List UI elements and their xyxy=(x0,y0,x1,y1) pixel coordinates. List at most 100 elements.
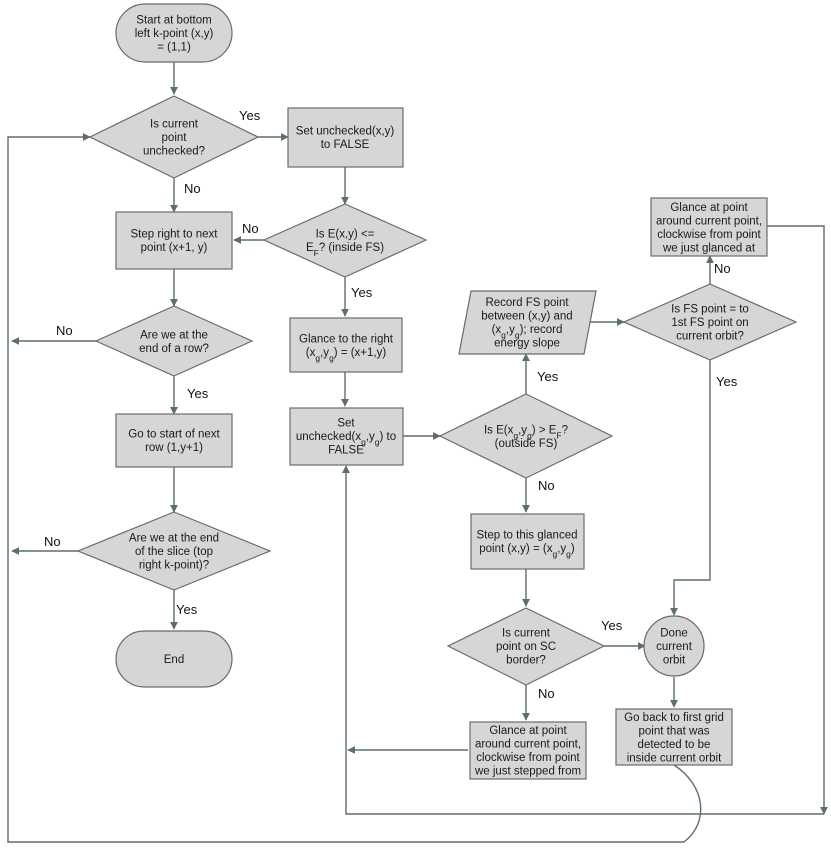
node-label-line: clockwise from point xyxy=(476,752,580,764)
go-back-node xyxy=(615,708,733,766)
node-label-line: clockwise from point xyxy=(657,229,761,241)
node-label-line: Go back to first grid xyxy=(624,712,724,724)
label-first-fs-no: No xyxy=(714,261,731,276)
node-label-line: unchecked? xyxy=(143,146,205,158)
node-label-line: FALSE xyxy=(328,445,364,457)
node-label-line: to FALSE xyxy=(321,139,370,151)
decision-outside-fs-label: Is E(xg,yg) > EF?(outside FS) xyxy=(484,424,568,450)
glance-clockwise-glanced-node xyxy=(650,197,768,257)
edge-first-fs-yes xyxy=(670,360,711,616)
decision-first-fs-point xyxy=(622,283,798,361)
edge-group xyxy=(7,62,828,843)
set-unchecked-node-label: Set unchecked(x,y) to FALSE xyxy=(296,125,395,151)
node-label-line: = (1,1) xyxy=(157,42,191,54)
label-first-fs-yes: Yes xyxy=(716,374,738,389)
node-label-line: (xg,yg); record xyxy=(492,324,563,340)
node-label-line: Is E(x,y) <= xyxy=(316,228,375,240)
node-label-line: Glance at point xyxy=(670,202,748,214)
node-label-line: Record FS point xyxy=(485,297,569,309)
node-label-line: Step right to next xyxy=(131,228,219,240)
node-label-line: Glance at point xyxy=(489,725,567,737)
end-node xyxy=(115,630,233,688)
label-outside-no: No xyxy=(538,478,555,493)
next-row-node-label: Go to start of next row (1,y+1) xyxy=(128,428,220,454)
node-label-line: current xyxy=(656,641,693,653)
node-label-line: Set xyxy=(337,418,355,430)
record-fs-point-node xyxy=(458,290,597,355)
node-label-line: we just glanced at xyxy=(662,242,756,254)
node-label-line: of the slice (top xyxy=(135,546,213,558)
node-label-line: Set unchecked(x,y) xyxy=(296,125,395,137)
node-label-line: between (x,y) and xyxy=(481,310,572,322)
next-row-node xyxy=(115,413,233,468)
node-label-line: Start at bottom xyxy=(136,15,211,27)
edge-glance-glanced-loop xyxy=(767,225,828,815)
node-label-line: Glance to the right xyxy=(299,333,394,345)
done-current-orbit-node xyxy=(643,615,705,677)
label-inside-yes: Yes xyxy=(351,285,373,300)
node-label-line: inside current orbit xyxy=(627,752,722,764)
edge-main-return-loop xyxy=(7,133,684,843)
node-label-line: right k-point)? xyxy=(139,560,209,572)
glance-clockwise-stepped-node xyxy=(469,721,587,780)
edge-label-group: Yes No No Yes No Yes No Yes Yes No No Ye… xyxy=(44,108,738,701)
label-unchecked-no: No xyxy=(184,181,201,196)
label-sc-border-no: No xyxy=(538,686,555,701)
label-end-slice-no: No xyxy=(44,534,61,549)
node-label-line: border? xyxy=(506,655,546,667)
node-label-line: current orbit? xyxy=(676,331,744,343)
node-label-line: point xyxy=(162,132,188,144)
node-label-line: Are we at the end xyxy=(129,533,219,545)
node-label-line: (xg,yg) = (x+1,y) xyxy=(306,347,387,363)
node-label-line: point (x,y) = (xg,yg) xyxy=(479,543,575,559)
set-unchecked-glanced-node xyxy=(289,407,404,466)
edge-go-back-curve xyxy=(673,764,702,843)
node-label-line: Go to start of next xyxy=(128,428,220,440)
decision-inside-fs-label: Is E(x,y) <= EF? (inside FS) xyxy=(306,228,384,258)
node-label-line: around current point, xyxy=(656,215,762,227)
node-label-line: (outside FS) xyxy=(495,438,558,450)
end-node-label: End xyxy=(164,654,184,666)
node-label-line: point (x+1, y) xyxy=(141,242,208,254)
node-label-line: end of a row? xyxy=(139,343,209,355)
label-end-row-yes: Yes xyxy=(187,386,209,401)
decision-outside-fs xyxy=(438,393,614,479)
node-label-line: Is FS point = to xyxy=(671,304,749,316)
node-label-line: Is current xyxy=(150,119,199,131)
node-label-line: energy slope xyxy=(494,337,560,349)
label-inside-no: No xyxy=(242,221,259,236)
decision-end-of-row xyxy=(94,305,254,377)
node-label-line: orbit xyxy=(663,655,686,667)
decision-sc-border xyxy=(446,607,606,686)
node-label-line: around current point, xyxy=(475,738,581,750)
node-label-line: left k-point (x,y) xyxy=(135,28,214,40)
label-unchecked-yes: Yes xyxy=(239,108,261,123)
node-label-line: point on SC xyxy=(496,641,556,653)
step-to-glanced-node xyxy=(470,513,585,570)
node-label-line: point that was xyxy=(639,725,710,737)
node-label-line: End xyxy=(164,654,184,666)
label-end-row-no: No xyxy=(56,323,73,338)
label-outside-yes: Yes xyxy=(537,369,559,384)
node-label-line: row (1,y+1) xyxy=(145,442,203,454)
node-label-line: 1st FS point on xyxy=(671,317,748,329)
label-end-slice-yes: Yes xyxy=(176,602,198,617)
set-unchecked-node xyxy=(287,107,404,168)
decision-current-point-unchecked xyxy=(88,95,260,179)
decision-inside-fs xyxy=(262,203,428,278)
node-label-line: EF? (inside FS) xyxy=(306,242,384,258)
